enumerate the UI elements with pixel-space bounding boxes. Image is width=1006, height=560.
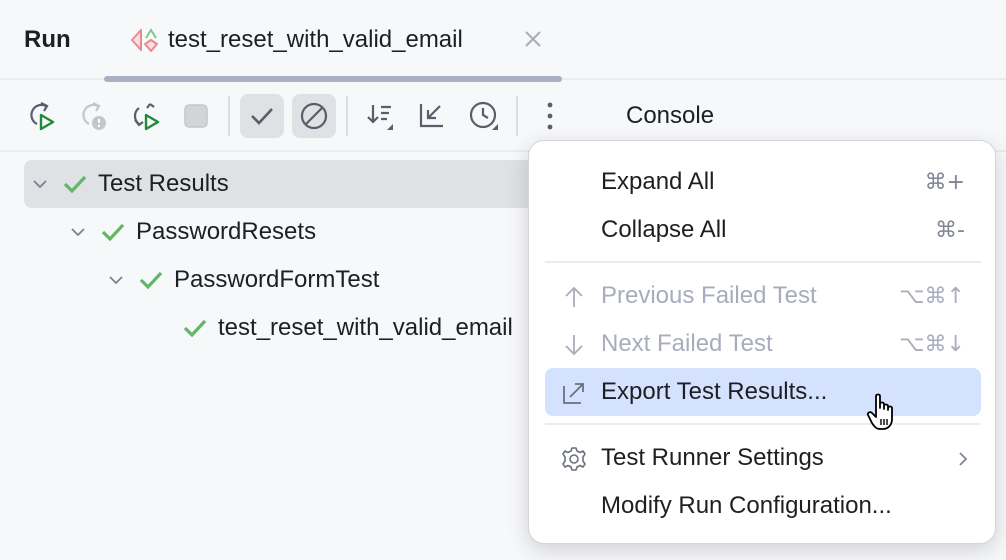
show-ignored-toggle[interactable]: [292, 94, 336, 138]
show-passed-toggle[interactable]: [240, 94, 284, 138]
menu-item-shortcut: ⌥⌘↑: [899, 284, 965, 309]
menu-separator: [545, 423, 981, 425]
clock-icon: [469, 101, 498, 130]
more-vertical-icon: [547, 102, 553, 130]
tree-item-password-form-test[interactable]: PasswordFormTest: [106, 256, 379, 304]
menu-item-next-failed-test[interactable]: Next Failed Test ⌥⌘↓: [545, 320, 981, 368]
menu-item-test-runner-settings[interactable]: Test Runner Settings: [545, 434, 981, 482]
tree-item-label: test_reset_with_valid_email: [218, 314, 513, 341]
rerun-icon: [30, 102, 55, 131]
stop-button[interactable]: [174, 94, 218, 138]
menu-item-label: Collapse All: [601, 216, 727, 243]
menu-item-label: Export Test Results...: [601, 378, 828, 405]
tab-label: test_reset_with_valid_email: [168, 26, 463, 53]
passed-check-icon: [101, 223, 125, 242]
test-history-button[interactable]: [462, 94, 506, 138]
tool-window-header: Run test_reset_with_valid_email: [0, 0, 1006, 82]
passed-check-icon: [139, 271, 163, 290]
menu-item-label: Modify Run Configuration...: [601, 492, 892, 519]
arrow-up-icon: [565, 286, 583, 307]
test-toolbar: Console: [0, 82, 1006, 152]
menu-item-export-test-results[interactable]: Export Test Results...: [545, 368, 981, 416]
rerun-failed-icon: [82, 102, 106, 130]
passed-check-icon: [63, 175, 87, 194]
rerun-button[interactable]: [20, 94, 64, 138]
chevron-down-icon[interactable]: [30, 174, 50, 194]
toolbar-separator: [346, 96, 348, 136]
menu-item-shortcut: ⌥⌘↓: [899, 332, 965, 357]
menu-item-label: Test Runner Settings: [601, 444, 824, 471]
rerun-failed-button[interactable]: [72, 94, 116, 138]
chevron-down-icon[interactable]: [106, 270, 126, 290]
menu-item-collapse-all[interactable]: Collapse All ⌘-: [545, 206, 981, 254]
stop-icon: [184, 104, 208, 128]
test-failed-passed-icon: [131, 28, 158, 52]
menu-item-label: Expand All: [601, 168, 715, 195]
export-icon: [563, 383, 584, 404]
menu-item-modify-run-configuration[interactable]: Modify Run Configuration...: [545, 482, 981, 530]
toolbar-separator: [228, 96, 230, 136]
active-tab-indicator: [104, 76, 562, 82]
toolbar-separator: [516, 96, 518, 136]
more-actions-menu: Expand All ⌘+ Collapse All ⌘- Previous F…: [528, 140, 996, 544]
hand-cursor-icon: [866, 393, 893, 430]
tree-item-label: PasswordResets: [136, 218, 317, 245]
chevron-right-icon: [959, 452, 968, 466]
check-icon: [251, 108, 273, 125]
more-button[interactable]: [528, 94, 572, 138]
chevron-down-icon[interactable]: [68, 222, 88, 242]
arrow-down-icon: [565, 335, 583, 356]
tree-item-password-resets[interactable]: PasswordResets: [68, 208, 316, 256]
test-results-tree: Test Results PasswordResets PasswordForm…: [0, 152, 560, 560]
tree-item-label: PasswordFormTest: [174, 266, 380, 293]
passed-check-icon: [183, 319, 207, 338]
menu-item-expand-all[interactable]: Expand All ⌘+: [545, 158, 981, 206]
tree-item-test-reset-with-valid-email[interactable]: test_reset_with_valid_email: [182, 304, 513, 352]
tool-window-title: Run: [24, 26, 71, 53]
console-tab[interactable]: Console: [626, 102, 715, 129]
menu-separator: [545, 261, 981, 263]
auto-rerun-icon: [133, 103, 160, 131]
menu-item-label: Next Failed Test: [601, 330, 773, 357]
tree-item-label: Test Results: [98, 170, 229, 197]
close-icon[interactable]: [522, 28, 544, 50]
import-tests-button[interactable]: [410, 94, 454, 138]
ignored-icon: [300, 102, 328, 130]
menu-item-shortcut: ⌘+: [924, 170, 965, 195]
tree-item-test-results[interactable]: Test Results: [24, 160, 560, 208]
import-icon: [419, 104, 443, 128]
sort-button[interactable]: [358, 94, 402, 138]
auto-rerun-button[interactable]: [124, 94, 168, 138]
run-tab[interactable]: test_reset_with_valid_email: [104, 0, 562, 82]
menu-item-label: Previous Failed Test: [601, 282, 817, 309]
menu-item-previous-failed-test[interactable]: Previous Failed Test ⌥⌘↑: [545, 272, 981, 320]
gear-icon: [562, 447, 586, 471]
sort-icon: [367, 105, 393, 130]
menu-item-shortcut: ⌘-: [935, 218, 965, 243]
